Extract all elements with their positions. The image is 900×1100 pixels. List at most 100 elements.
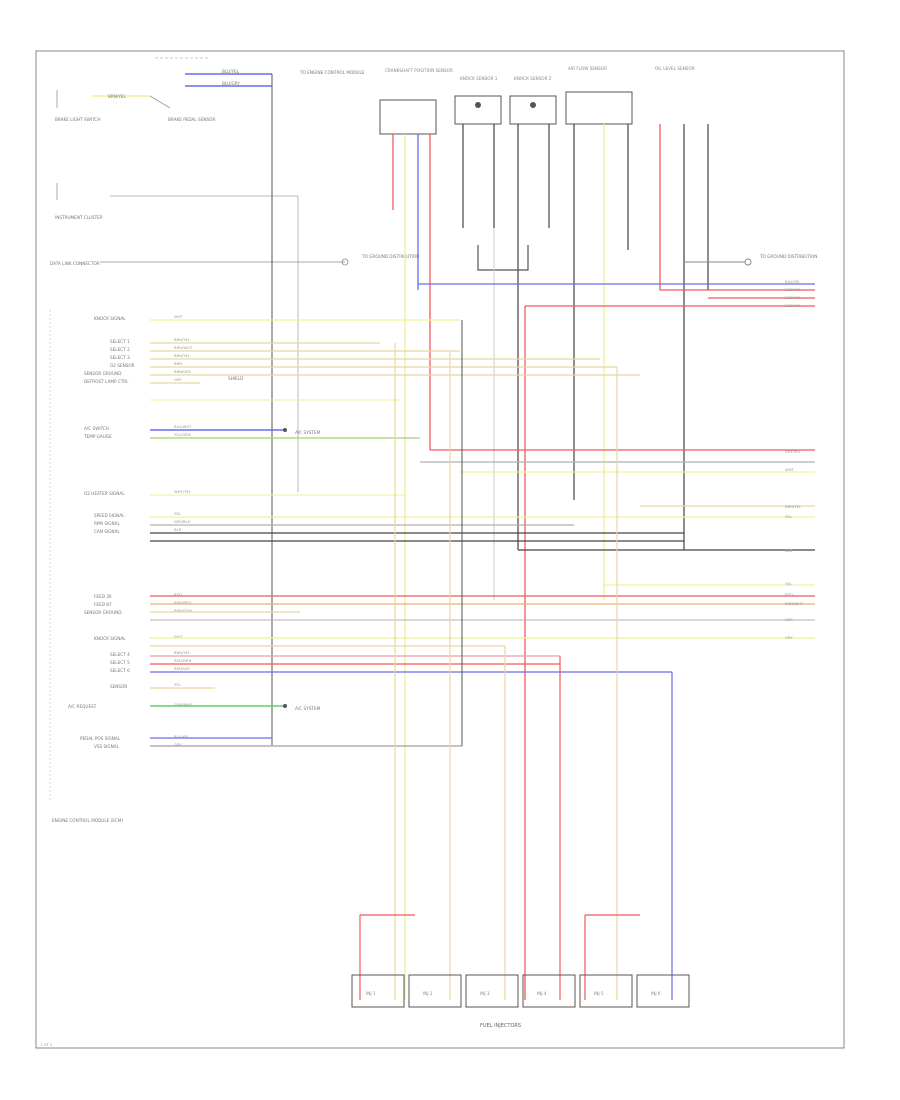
svg-text:KNOCK SENSOR 1: KNOCK SENSOR 1: [460, 76, 498, 81]
data-link-label: DATA LINK CONNECTOR: [50, 261, 100, 266]
svg-text:GRY: GRY: [785, 617, 793, 622]
svg-text:O2 HEATER SIGNAL: O2 HEATER SIGNAL: [84, 491, 125, 496]
svg-text:BLU/YEL: BLU/YEL: [174, 734, 190, 739]
svg-text:KNOCK SIGNAL: KNOCK SIGNAL: [94, 636, 126, 641]
svg-text:YEL/GRN: YEL/GRN: [174, 432, 191, 437]
svg-text:RED: RED: [174, 592, 182, 597]
svg-text:BRN/YEL: BRN/YEL: [108, 94, 127, 99]
svg-text:FEED 30: FEED 30: [94, 594, 112, 599]
injector-3: [465, 974, 519, 1008]
svg-text:SENSOR GROUND: SENSOR GROUND: [84, 610, 122, 615]
svg-text:SELECT 4: SELECT 4: [110, 652, 130, 657]
svg-text:BLU/WHT: BLU/WHT: [174, 424, 192, 429]
svg-text:RED/YEL: RED/YEL: [785, 287, 802, 292]
svg-text:SHIELD: SHIELD: [228, 376, 243, 381]
svg-text:KNOCK SENSOR 2: KNOCK SENSOR 2: [514, 76, 552, 81]
svg-text:SELECT 5: SELECT 5: [110, 660, 130, 665]
svg-text:GRN/WHT: GRN/WHT: [174, 702, 193, 707]
svg-text:WHT: WHT: [785, 467, 795, 472]
svg-text:A/C REQUEST: A/C REQUEST: [68, 704, 97, 709]
svg-text:SELECT 3: SELECT 3: [110, 355, 130, 360]
svg-text:BLU/YEL: BLU/YEL: [222, 69, 240, 74]
injector-1: [351, 974, 405, 1008]
data-link-connector: DATA LINK CONNECTOR TO GROUND DISTRIBUTI…: [50, 254, 419, 266]
svg-text:GRY: GRY: [174, 377, 182, 382]
svg-text:BLU/GRY: BLU/GRY: [222, 81, 240, 86]
svg-text:BRN/RED: BRN/RED: [174, 600, 191, 605]
svg-text:BRN/WHT: BRN/WHT: [174, 345, 193, 350]
ecm-upper-wires: WHT BRN/YEL BRN/WHT BRN/YEL BRN BRN/GRY …: [174, 314, 193, 532]
svg-text:RED: RED: [785, 592, 793, 597]
svg-text:INJ 4: INJ 4: [537, 991, 547, 996]
svg-text:SPEED SIGNAL: SPEED SIGNAL: [94, 513, 125, 518]
svg-text:O2 SENSOR: O2 SENSOR: [110, 363, 135, 368]
instrument-cluster: INSTRUMENT CLUSTER: [55, 183, 299, 492]
svg-text:INJ 2: INJ 2: [423, 991, 433, 996]
svg-text:BRN/GRY: BRN/GRY: [174, 369, 192, 374]
injector-4: [522, 974, 576, 1008]
svg-text:BLK: BLK: [174, 527, 182, 532]
svg-text:BRN/WHT: BRN/WHT: [785, 601, 804, 606]
injector-2: [408, 974, 462, 1008]
svg-text:OIL LEVEL SENSOR: OIL LEVEL SENSOR: [655, 66, 695, 71]
svg-text:RED/YEL: RED/YEL: [785, 295, 802, 300]
svg-text:YEL: YEL: [174, 511, 182, 516]
note-to-ecm: TO ENGINE CONTROL MODULE: [299, 70, 365, 75]
injector-5: [579, 974, 633, 1008]
injector-6: [636, 974, 690, 1008]
brake-switch-label: BRAKE LIGHT SWITCH: [55, 117, 100, 122]
svg-text:GRY/YEL: GRY/YEL: [785, 449, 802, 454]
svg-text:BRN/YEL: BRN/YEL: [785, 504, 802, 509]
instrument-cluster-label: INSTRUMENT CLUSTER: [55, 215, 103, 220]
svg-text:A/C SWITCH: A/C SWITCH: [84, 426, 109, 431]
svg-text:KNOCK SIGNAL: KNOCK SIGNAL: [94, 316, 126, 321]
svg-text:AIR FLOW SENSOR: AIR FLOW SENSOR: [568, 66, 607, 71]
note-ac-1: A/C SYSTEM: [295, 430, 321, 435]
svg-text:FEED 87: FEED 87: [94, 602, 112, 607]
ecm-upper-pins: KNOCK SIGNAL SELECT 1 SELECT 2 SELECT 3 …: [83, 316, 135, 534]
brake-light-switch: BRN/YEL BRAKE LIGHT SWITCH: [55, 90, 150, 122]
svg-text:WHT/YEL: WHT/YEL: [174, 489, 192, 494]
oil-level-sensor: OIL LEVEL SENSOR TO GROUND DISTRIBUTION: [655, 66, 817, 550]
svg-text:CAN SIGNAL: CAN SIGNAL: [94, 529, 120, 534]
svg-text:YEL: YEL: [785, 581, 793, 586]
svg-text:GRY: GRY: [785, 635, 793, 640]
knock-sensor-2: KNOCK SENSOR 2: [509, 76, 557, 550]
svg-text:SELECT 1: SELECT 1: [110, 339, 130, 344]
ecm-label: ENGINE CONTROL MODULE (ECM): [52, 818, 123, 823]
svg-text:RED/BRN: RED/BRN: [174, 658, 191, 663]
svg-text:GRY: GRY: [174, 742, 182, 747]
svg-text:RED/YEL: RED/YEL: [785, 303, 802, 308]
fuel-injectors: INJ 1 INJ 2 INJ 3 INJ 4 INJ 5 INJ 6: [351, 974, 690, 1008]
ecm-lower-pins: FEED 30 FEED 87 SENSOR GROUND KNOCK SIGN…: [68, 594, 130, 749]
svg-text:DEFROST LAMP CTRL: DEFROST LAMP CTRL: [84, 379, 129, 384]
svg-text:INJ 6: INJ 6: [651, 991, 661, 996]
svg-text:SELECT 2: SELECT 2: [110, 347, 130, 352]
fuel-injectors-caption: FUEL INJECTORS: [480, 1023, 521, 1029]
note-ground: TO GROUND DISTRIBUTION: [361, 254, 419, 259]
svg-text:BRN/YEL: BRN/YEL: [174, 650, 191, 655]
svg-text:BRN/GRN: BRN/GRN: [174, 608, 192, 613]
diagram-frame: [35, 50, 845, 1049]
svg-text:SENSOR: SENSOR: [110, 684, 127, 689]
brake-pedal-sensor: BLU/YEL BLU/GRY BRAKE PEDAL SENSOR TO EN…: [149, 69, 365, 122]
svg-text:YEL: YEL: [785, 514, 793, 519]
svg-text:BLU/YEL: BLU/YEL: [785, 279, 801, 284]
svg-text:RED/VIO: RED/VIO: [174, 666, 190, 671]
page-ref: 1 OF 2: [40, 1042, 53, 1047]
ecm-lower-wires: RED BRN/RED BRN/GRN WHT BRN/YEL RED/BRN …: [174, 592, 193, 747]
svg-text:BRN/YEL: BRN/YEL: [174, 353, 191, 358]
svg-text:INJ 3: INJ 3: [480, 991, 490, 996]
svg-text:CRANKSHAFT POSITION SENSOR: CRANKSHAFT POSITION SENSOR: [385, 68, 453, 73]
svg-text:BRN: BRN: [174, 361, 182, 366]
svg-text:WHT: WHT: [174, 314, 184, 319]
crankshaft-sensor: CRANKSHAFT POSITION SENSOR: [379, 68, 453, 1000]
brake-sensor-label: BRAKE PEDAL SENSOR: [168, 117, 215, 122]
svg-text:WHT: WHT: [174, 634, 184, 639]
svg-text:GRY/BLK: GRY/BLK: [174, 519, 191, 524]
svg-text:BRN/YEL: BRN/YEL: [174, 337, 191, 342]
svg-text:BLK: BLK: [785, 548, 793, 553]
svg-text:TEMP GAUGE: TEMP GAUGE: [83, 434, 112, 439]
air-flow-sensor: AIR FLOW SENSOR: [565, 66, 633, 600]
svg-text:SENSOR GROUND: SENSOR GROUND: [84, 371, 122, 376]
